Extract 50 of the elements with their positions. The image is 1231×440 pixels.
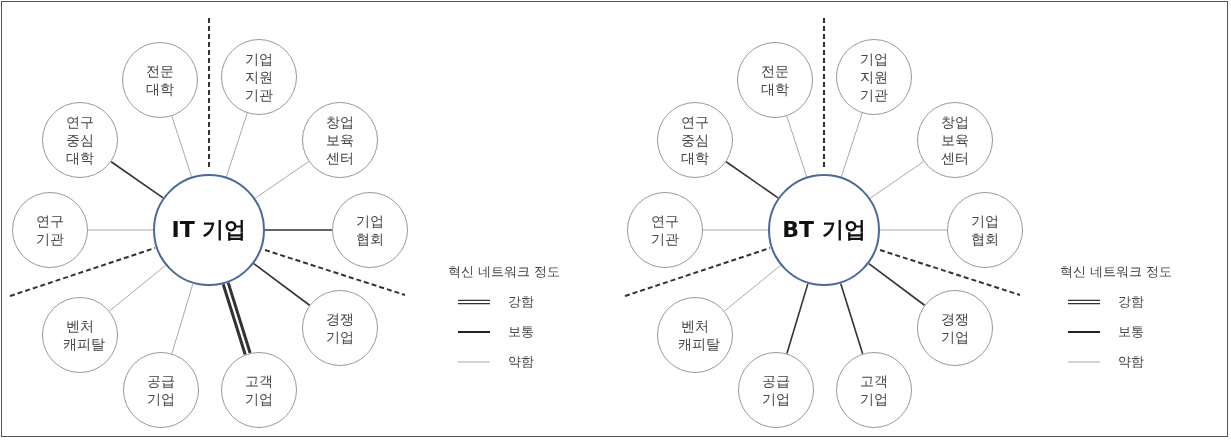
partner-circle: 고객 기업 bbox=[836, 352, 912, 428]
connector-line bbox=[221, 281, 252, 356]
partner-circle: 공급 기업 bbox=[738, 352, 814, 428]
connector-line bbox=[869, 161, 925, 199]
partner-circle: 전문 대학 bbox=[122, 42, 198, 118]
connector-line bbox=[702, 229, 769, 231]
connector-line bbox=[254, 161, 310, 199]
partner-circle: 기업 지원 기관 bbox=[221, 39, 297, 115]
partner-circle: 연구 중심 대학 bbox=[42, 102, 118, 178]
partner-circle: 기업 지원 기관 bbox=[836, 39, 912, 115]
partner-circle: 연구 중심 대학 bbox=[657, 102, 733, 178]
partner-circle: 벤처 캐피탈 bbox=[657, 297, 733, 373]
connector-line bbox=[171, 115, 193, 178]
connector-line bbox=[868, 262, 926, 307]
connector-line bbox=[723, 264, 782, 312]
connector-line bbox=[725, 160, 779, 199]
connector-line bbox=[786, 115, 808, 178]
partner-circle: 연구 기관 bbox=[12, 192, 88, 268]
connector-line bbox=[786, 282, 809, 355]
connector-line bbox=[840, 112, 863, 178]
legend-title: 혁신 네트워크 정도 bbox=[448, 263, 561, 281]
hub-circle: IT 기업 bbox=[153, 174, 265, 286]
partner-circle: 공급 기업 bbox=[123, 352, 199, 428]
legend-label: 강함 bbox=[1118, 293, 1144, 311]
partner-circle: 연구 기관 bbox=[627, 192, 703, 268]
partner-circle: 창업 보육 센터 bbox=[917, 102, 993, 178]
connector-line bbox=[225, 112, 248, 178]
partner-circle: 전문 대학 bbox=[737, 42, 813, 118]
partner-circle: 경쟁 기업 bbox=[302, 290, 378, 366]
partner-circle: 창업 보육 센터 bbox=[302, 102, 378, 178]
connector-line bbox=[253, 262, 311, 307]
legend-title: 혁신 네트워크 정도 bbox=[1060, 263, 1173, 281]
partner-circle: 경쟁 기업 bbox=[917, 290, 993, 366]
connector-line bbox=[879, 229, 948, 231]
hub-circle: BT 기업 bbox=[768, 174, 880, 286]
partner-circle: 기업 협회 bbox=[332, 192, 408, 268]
connector-line bbox=[110, 160, 164, 199]
legend-label: 약함 bbox=[1118, 353, 1144, 371]
partner-circle: 벤처 캐피탈 bbox=[42, 297, 118, 373]
connector-line bbox=[108, 264, 167, 312]
connector-line bbox=[264, 229, 333, 231]
partner-circle: 고객 기업 bbox=[221, 352, 297, 428]
connector-line bbox=[171, 283, 194, 355]
legend-label: 약함 bbox=[508, 353, 534, 371]
partner-circle: 기업 협회 bbox=[947, 192, 1023, 268]
legend-label: 보통 bbox=[508, 323, 534, 341]
legend-label: 보통 bbox=[1118, 323, 1144, 341]
connector-line bbox=[87, 229, 154, 231]
connector-line bbox=[839, 282, 864, 355]
legend-label: 강함 bbox=[508, 293, 534, 311]
